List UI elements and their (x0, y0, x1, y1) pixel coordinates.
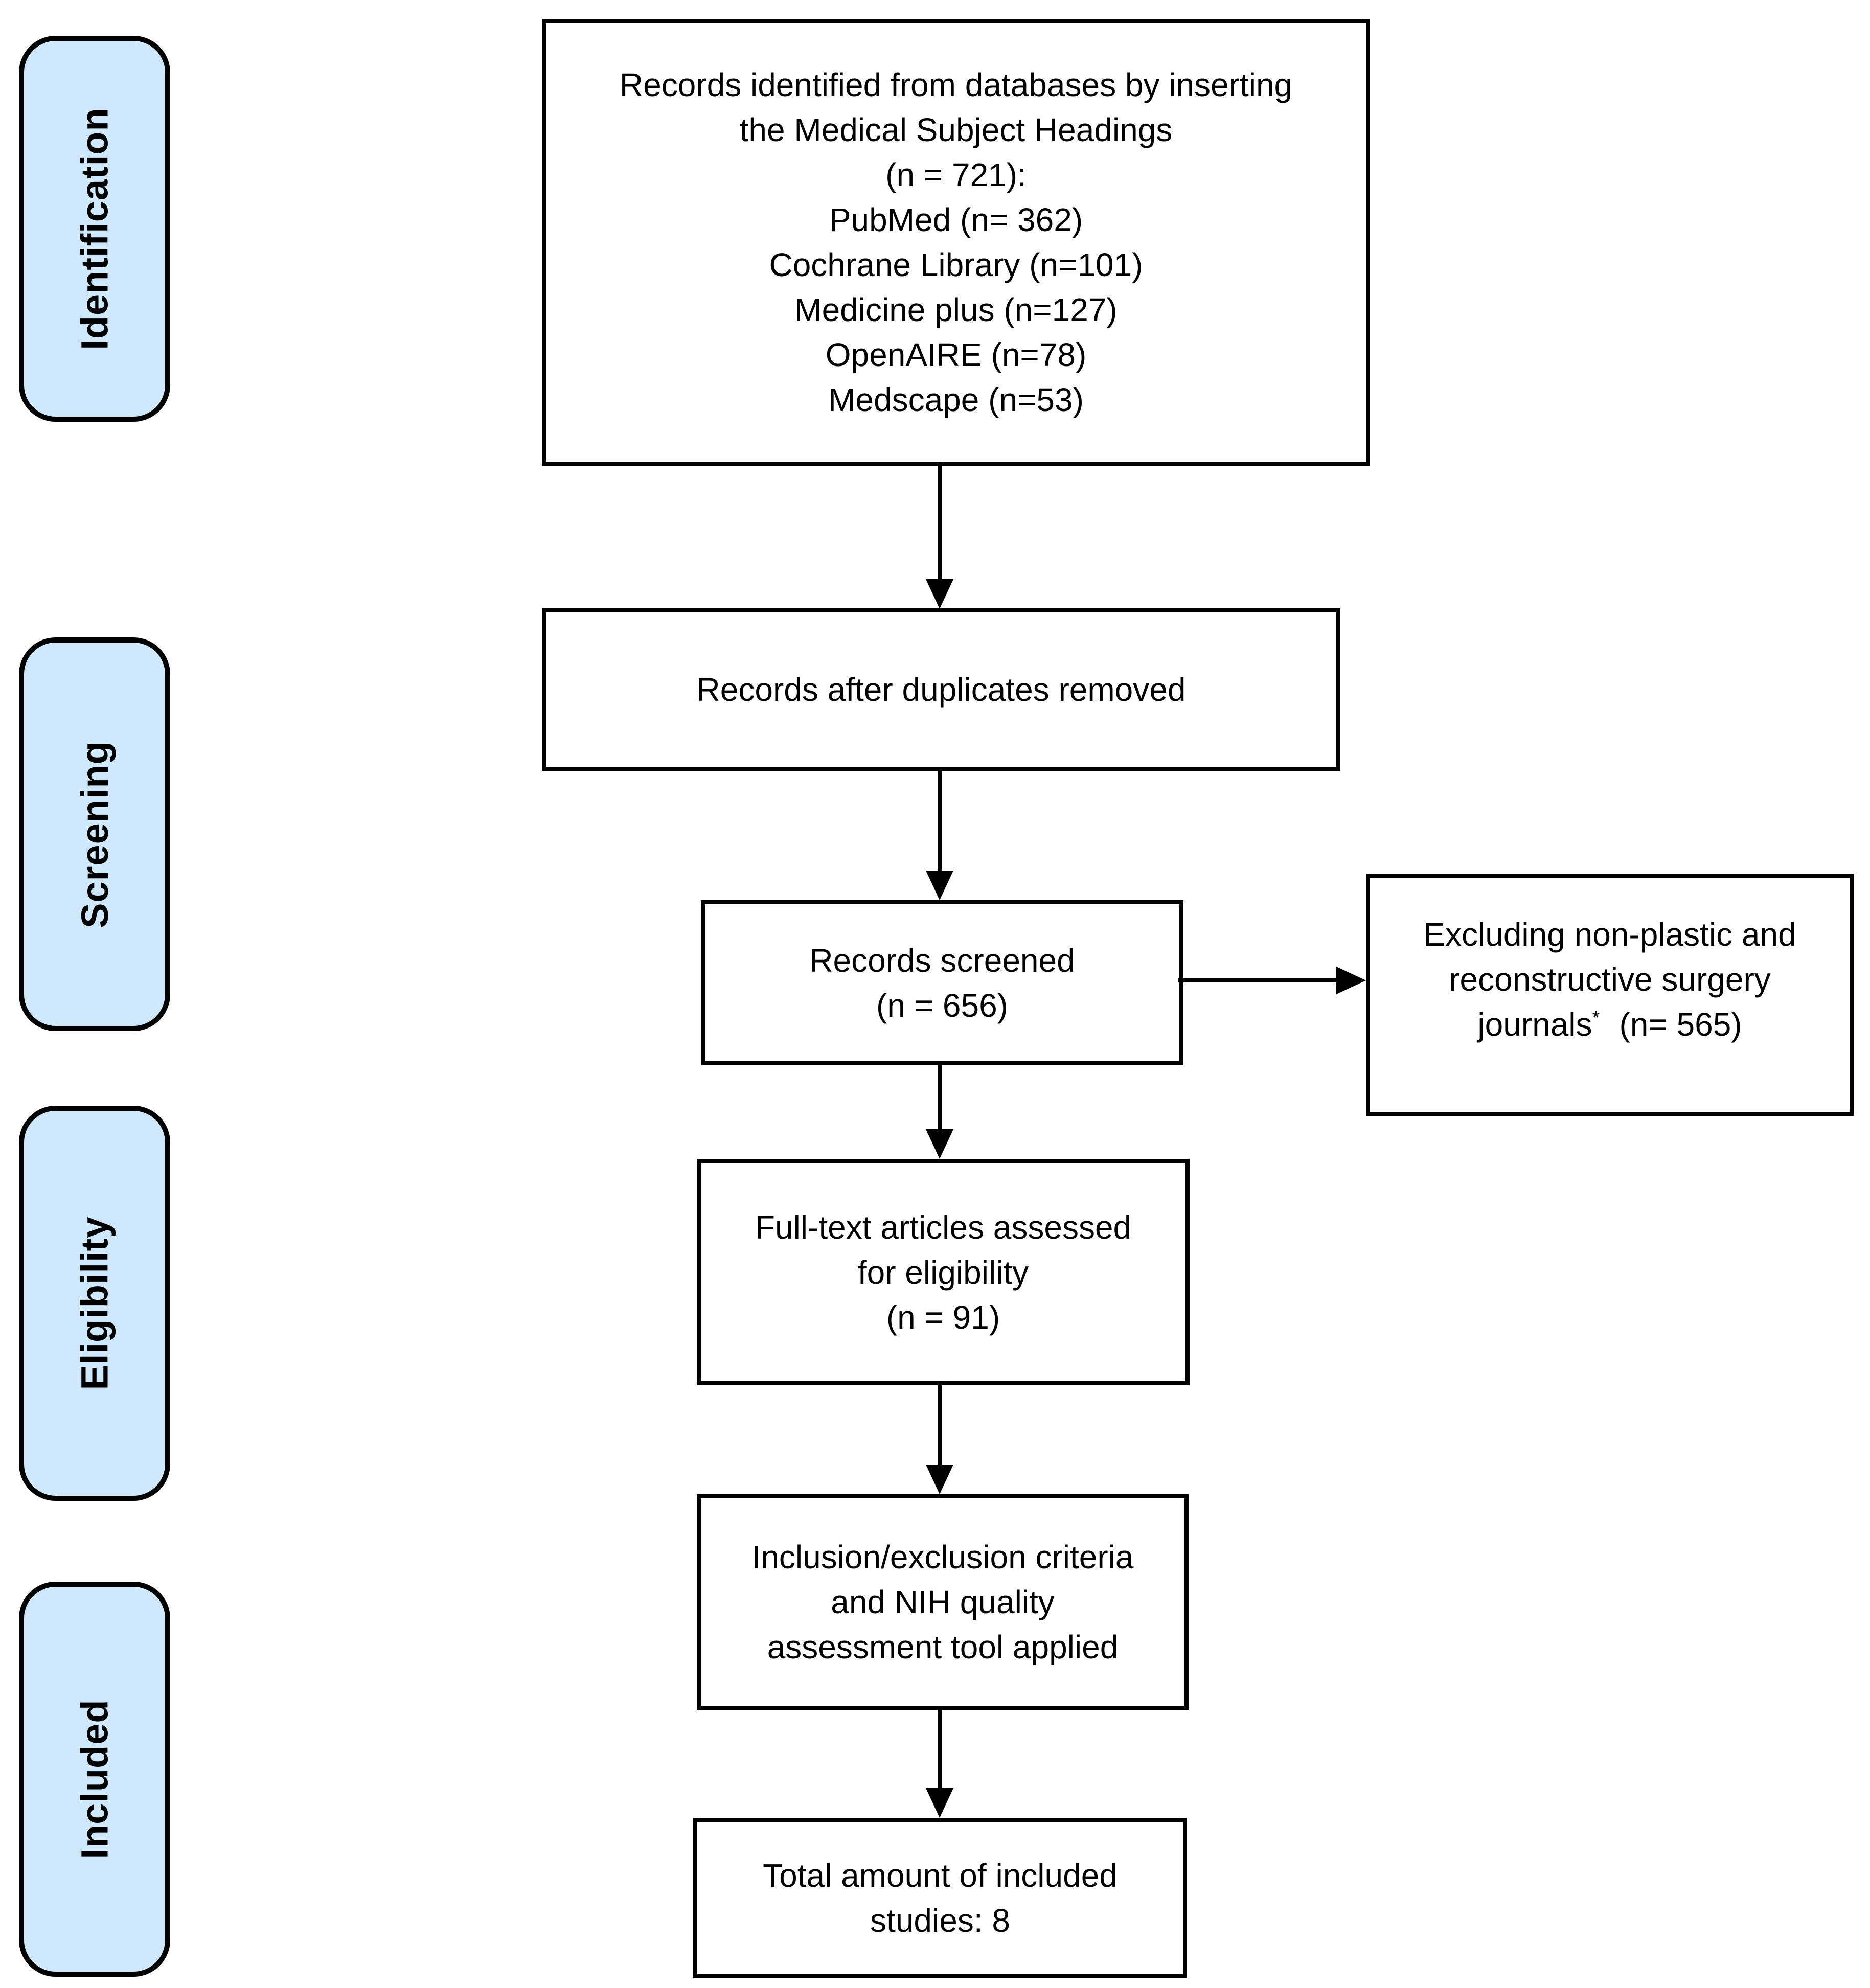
box-text-line: (n = 91) (886, 1298, 1000, 1336)
box-text-line: Medicine plus (n=127) (794, 291, 1118, 328)
box-excluded-journals: Excluding non-plastic and reconstructive… (1366, 874, 1854, 1116)
arrowhead-down-icon (926, 579, 953, 609)
arrow-screened-to-fulltext (938, 1065, 942, 1130)
box-text-line: and NIH quality (831, 1584, 1055, 1620)
stage-screening-label: Screening (73, 740, 116, 928)
arrowhead-right-icon (1336, 967, 1366, 994)
box-text-line: assessment tool applied (767, 1629, 1119, 1665)
box-text-line: Inclusion/exclusion criteria (751, 1539, 1134, 1575)
box-text-line: Excluding non-plastic and (1423, 916, 1796, 953)
stage-included: Included (19, 1582, 170, 1977)
box-text-line: the Medical Subject Headings (739, 111, 1173, 148)
box-text-line: studies: 8 (870, 1902, 1010, 1939)
stage-eligibility-label: Eligibility (73, 1216, 116, 1390)
asterisk-superscript: * (1592, 1007, 1600, 1029)
arrowhead-down-icon (926, 1788, 953, 1818)
box-records-screened: Records screened (n = 656) (701, 900, 1183, 1065)
arrow-fulltext-to-criteria (938, 1385, 942, 1465)
arrowhead-down-icon (926, 1129, 953, 1159)
box-text-line: Records identified from databases by ins… (619, 66, 1293, 103)
stage-identification: Identification (19, 36, 170, 422)
arrowhead-down-icon (926, 1465, 953, 1494)
box-text-line: Total amount of included (763, 1857, 1118, 1894)
arrow-screened-to-excluded (1178, 978, 1338, 982)
arrow-identified-to-duplicates (938, 466, 942, 580)
stage-included-label: Included (73, 1699, 116, 1859)
box-text-line: (n = 721): (885, 156, 1027, 193)
box-text-line: Full-text articles assessed (755, 1208, 1132, 1246)
box-text-line: for eligibility (857, 1253, 1029, 1291)
arrowhead-down-icon (926, 871, 953, 900)
box-total-included: Total amount of included studies: 8 (693, 1818, 1187, 1978)
excluded-count: (n= 565) (1619, 1006, 1742, 1043)
box-text-line: reconstructive surgery (1449, 961, 1771, 998)
box-fulltext-assessed: Full-text articles assessed for eligibil… (697, 1159, 1190, 1385)
stage-identification-label: Identification (73, 107, 116, 350)
arrow-criteria-to-included (938, 1710, 942, 1789)
box-text-line: Records after duplicates removed (696, 671, 1186, 708)
box-text-line: (n = 656) (876, 987, 1008, 1024)
box-records-identified: Records identified from databases by ins… (542, 19, 1370, 466)
stage-eligibility: Eligibility (19, 1106, 170, 1501)
box-criteria-applied: Inclusion/exclusion criteria and NIH qua… (697, 1494, 1189, 1710)
box-text-line: PubMed (n= 362) (829, 201, 1083, 238)
arrow-duplicates-to-screened (938, 771, 942, 871)
box-text-line: Cochrane Library (n=101) (769, 246, 1143, 283)
excluded-word: journals (1477, 1006, 1592, 1043)
box-text-line: OpenAIRE (n=78) (825, 336, 1087, 373)
box-text-line: Medscape (n=53) (828, 381, 1084, 418)
box-text-line: Records screened (809, 942, 1075, 979)
stage-screening: Screening (19, 637, 170, 1031)
box-text-line: journals* (n= 565) (1477, 1002, 1742, 1047)
box-duplicates-removed: Records after duplicates removed (542, 608, 1340, 771)
